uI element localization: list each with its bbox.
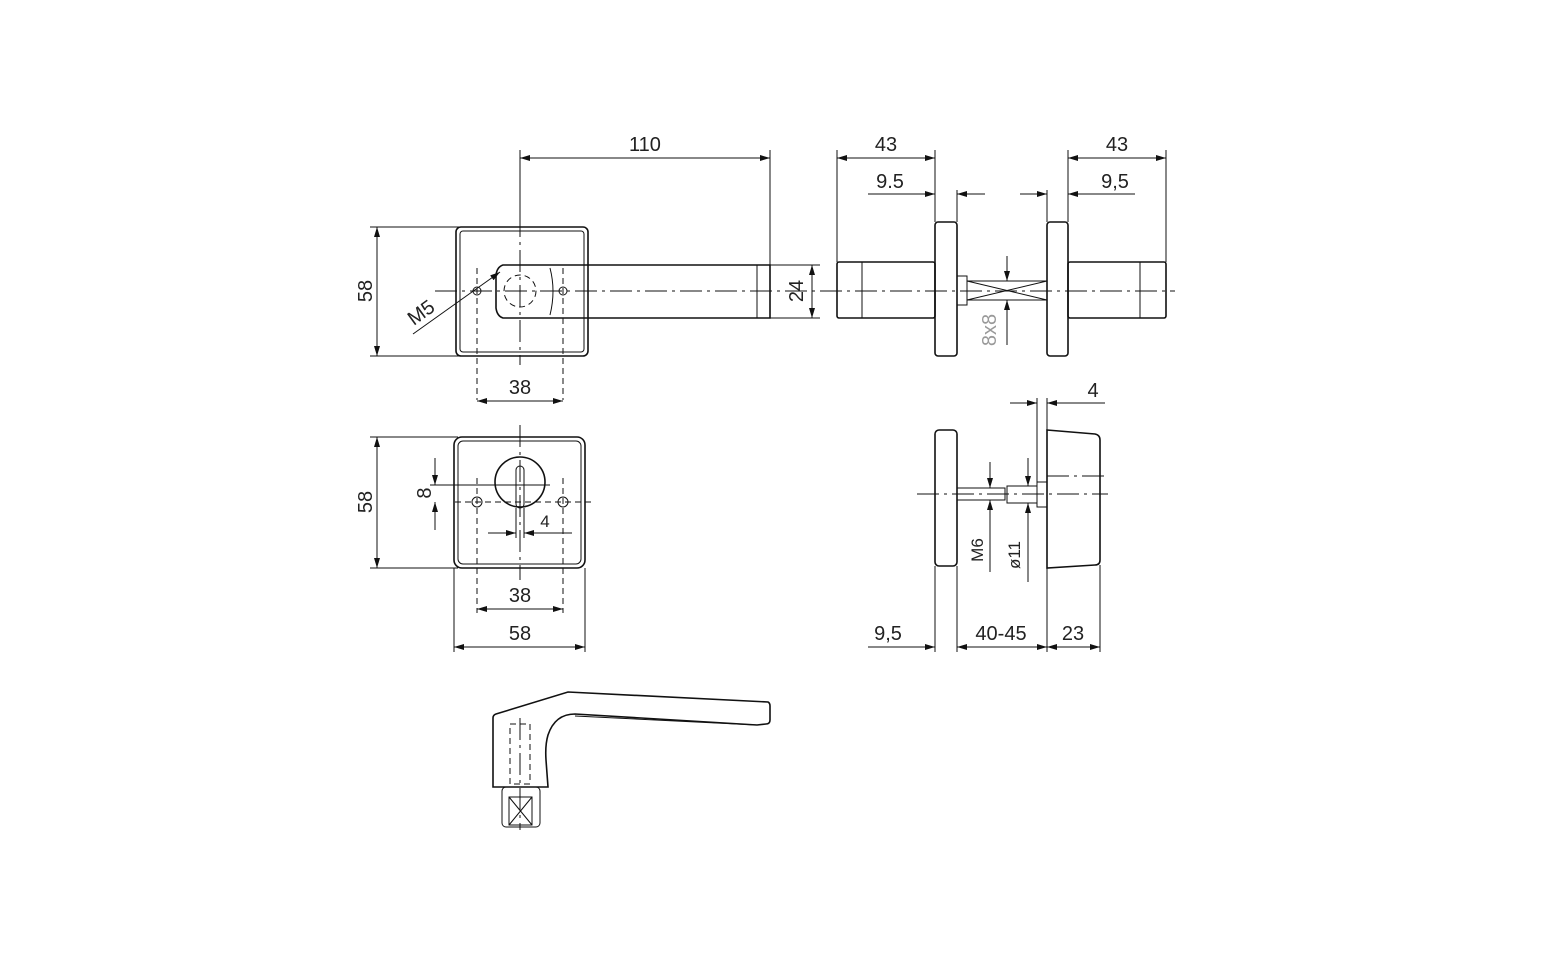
dim-m6-label: M6 — [968, 538, 987, 562]
dim-8x8-label: 8x8 — [979, 314, 1001, 346]
dim-43-left-label: 43 — [875, 134, 897, 156]
escutcheon-view: 58 8 4 38 58 — [355, 425, 595, 652]
dim-diameter-11-label: ø11 — [1005, 541, 1024, 569]
screw-hole-left — [471, 496, 483, 508]
dim-110-label: 110 — [629, 134, 661, 156]
outer-body — [1046, 429, 1101, 569]
dim-4-label: 4 — [1087, 380, 1098, 402]
lever-top-view: 110 58 38 24 M5 — [355, 134, 830, 404]
lever-body — [492, 691, 771, 788]
dim-9-5-left-label: 9.5 — [876, 171, 904, 193]
dim-4-label: 4 — [540, 512, 549, 531]
dim-9-5-right-label: 9,5 — [1101, 171, 1129, 193]
right-rose — [1046, 221, 1069, 357]
section-view: 4 M6 ø11 9,5 40-45 23 — [868, 380, 1108, 652]
dim-58-horizontal-label: 58 — [509, 623, 531, 645]
lever-profile-view — [492, 691, 771, 830]
dim-38-label: 38 — [509, 585, 531, 607]
dim-24-label: 24 — [786, 280, 808, 302]
lever-side-view: 43 9.5 43 9,5 8x8 — [820, 134, 1175, 357]
left-rose — [934, 221, 958, 357]
dim-58-label: 58 — [355, 280, 377, 302]
dim-8-label: 8 — [414, 487, 436, 498]
dim-9-5-label: 9,5 — [874, 623, 902, 645]
square-spindle — [508, 796, 533, 826]
right-knob — [1067, 261, 1167, 319]
dim-38-label: 38 — [509, 377, 531, 399]
spindle-base — [501, 786, 541, 828]
dim-43-right-label: 43 — [1106, 134, 1128, 156]
left-knob — [836, 261, 936, 319]
dim-40-45-label: 40-45 — [975, 623, 1026, 645]
dim-m5-label: M5 — [404, 296, 439, 330]
inner-rose — [934, 429, 958, 567]
dim-23-label: 23 — [1062, 623, 1084, 645]
dim-58-vertical-label: 58 — [355, 491, 377, 513]
lever-bar — [495, 264, 771, 319]
